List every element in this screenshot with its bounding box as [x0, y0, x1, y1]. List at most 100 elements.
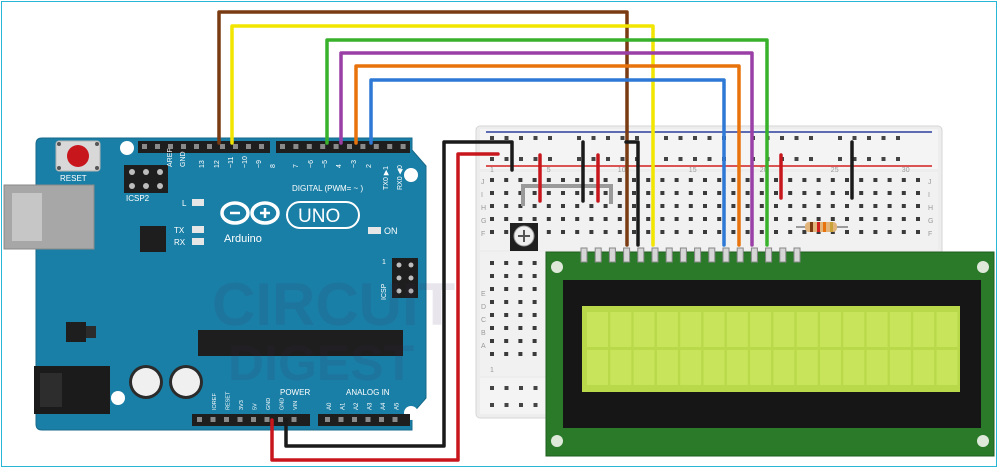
breadboard-hole: [731, 217, 736, 221]
breadboard-hole: [802, 217, 807, 221]
lcd-pin: [694, 247, 702, 263]
voltage-regulator: [66, 322, 86, 342]
breadboard-hole: [816, 217, 821, 221]
breadboard-hole: [490, 191, 494, 195]
lcd-char-cell: [936, 350, 958, 385]
aref-label: AREF: [167, 148, 174, 167]
breadboard-hole: [504, 274, 509, 278]
breadboard-hole: [490, 287, 494, 291]
header-pin: [168, 144, 173, 149]
uno-badge: [286, 201, 360, 229]
header-pin: [293, 144, 299, 149]
breadboard-hole: [490, 339, 494, 343]
breadboard-hole: [901, 230, 906, 234]
lcd-char-cell: [750, 350, 772, 385]
breadboard-hole: [532, 326, 537, 330]
header-pin: [325, 417, 330, 422]
lcd-char-cell: [889, 312, 911, 347]
lcd-char-cell: [726, 350, 748, 385]
breadboard-hole: [518, 326, 523, 330]
power-label: POWER: [280, 388, 310, 397]
breadboard-hole: [532, 217, 537, 221]
breadboard-hole: [504, 300, 509, 304]
header-pin: [220, 144, 225, 149]
breadboard-hole: [717, 191, 722, 195]
breadboard-hole: [830, 217, 835, 221]
digital-pin-label: ~11: [228, 157, 235, 168]
lcd-pin: [722, 247, 730, 263]
breadboard-hole: [660, 191, 665, 195]
breadboard-hole: [816, 204, 821, 208]
breadboard-hole: [788, 191, 793, 195]
reset-button[interactable]: [55, 140, 101, 172]
rail-hole: [577, 157, 581, 161]
breadboard-hole: [561, 191, 565, 195]
rail-hole: [809, 157, 813, 161]
watermark-line2: DIGEST: [228, 335, 414, 391]
breadboard-hole: [518, 313, 523, 317]
breadboard-hole: [504, 326, 509, 330]
usb-chip: [140, 226, 166, 252]
breadboard-hole: [788, 178, 793, 182]
lcd-pin: [679, 247, 687, 263]
breadboard-hole: [546, 191, 551, 195]
breadboard-hole: [632, 191, 636, 195]
analog-pin-label: A0: [327, 402, 333, 410]
power-pin-label: GND: [266, 398, 272, 410]
header-pin: [259, 144, 264, 149]
breadboard-hole: [688, 204, 693, 208]
frame-border: [1, 1, 997, 467]
rail-hole: [606, 157, 610, 161]
rail-hole: [635, 136, 639, 140]
breadboard-hole: [504, 230, 509, 234]
breadboard-hole: [802, 204, 807, 208]
rail-hole: [490, 386, 494, 390]
breadboard-hole: [845, 178, 849, 182]
breadboard-hole: [830, 204, 835, 208]
breadboard-hole: [830, 178, 835, 182]
breadboard-hole: [546, 204, 551, 208]
row-letter: J: [928, 179, 932, 186]
breadboard-hole: [745, 230, 750, 234]
header-pin: [280, 144, 285, 149]
lcd-pin: [637, 247, 645, 263]
breadboard-hole: [887, 178, 892, 182]
breadboard-hole: [646, 191, 651, 195]
potentiometer: [510, 223, 538, 251]
breadboard-hole: [589, 191, 594, 195]
breadboard-hole: [518, 352, 523, 356]
breadboard-hole: [532, 339, 537, 343]
breadboard-hole: [759, 217, 764, 221]
header-pin: [142, 144, 147, 149]
breadboard-hole: [532, 287, 537, 291]
header-pin: [197, 417, 202, 422]
rail-hole: [519, 136, 523, 140]
led-l-label: L: [182, 199, 187, 208]
digital-pin-label: ~10: [242, 156, 249, 168]
header-pin: [320, 144, 326, 149]
row-letter: H: [481, 205, 486, 212]
breadboard-hole: [816, 191, 821, 195]
header-pin: [387, 144, 393, 149]
lcd-pin: [708, 247, 716, 263]
rail-hole: [693, 157, 697, 161]
breadboard-hole: [490, 326, 494, 330]
jumper-black: [624, 140, 640, 247]
breadboard-hole: [490, 300, 494, 304]
breadboard-hole: [873, 178, 878, 182]
breadboard-hole: [731, 230, 736, 234]
lcd-char-cell: [866, 312, 888, 347]
breadboard-hole: [518, 300, 523, 304]
lcd-char-cell: [796, 350, 818, 385]
row-letter: D: [481, 304, 486, 311]
rail-hole: [707, 136, 712, 140]
breadboard-hole: [759, 191, 764, 195]
header-pin: [246, 144, 251, 149]
breadboard-hole: [901, 191, 906, 195]
breadboard-hole: [745, 217, 750, 221]
breadboard-hole: [575, 178, 580, 182]
wire-yellow: [230, 24, 655, 247]
